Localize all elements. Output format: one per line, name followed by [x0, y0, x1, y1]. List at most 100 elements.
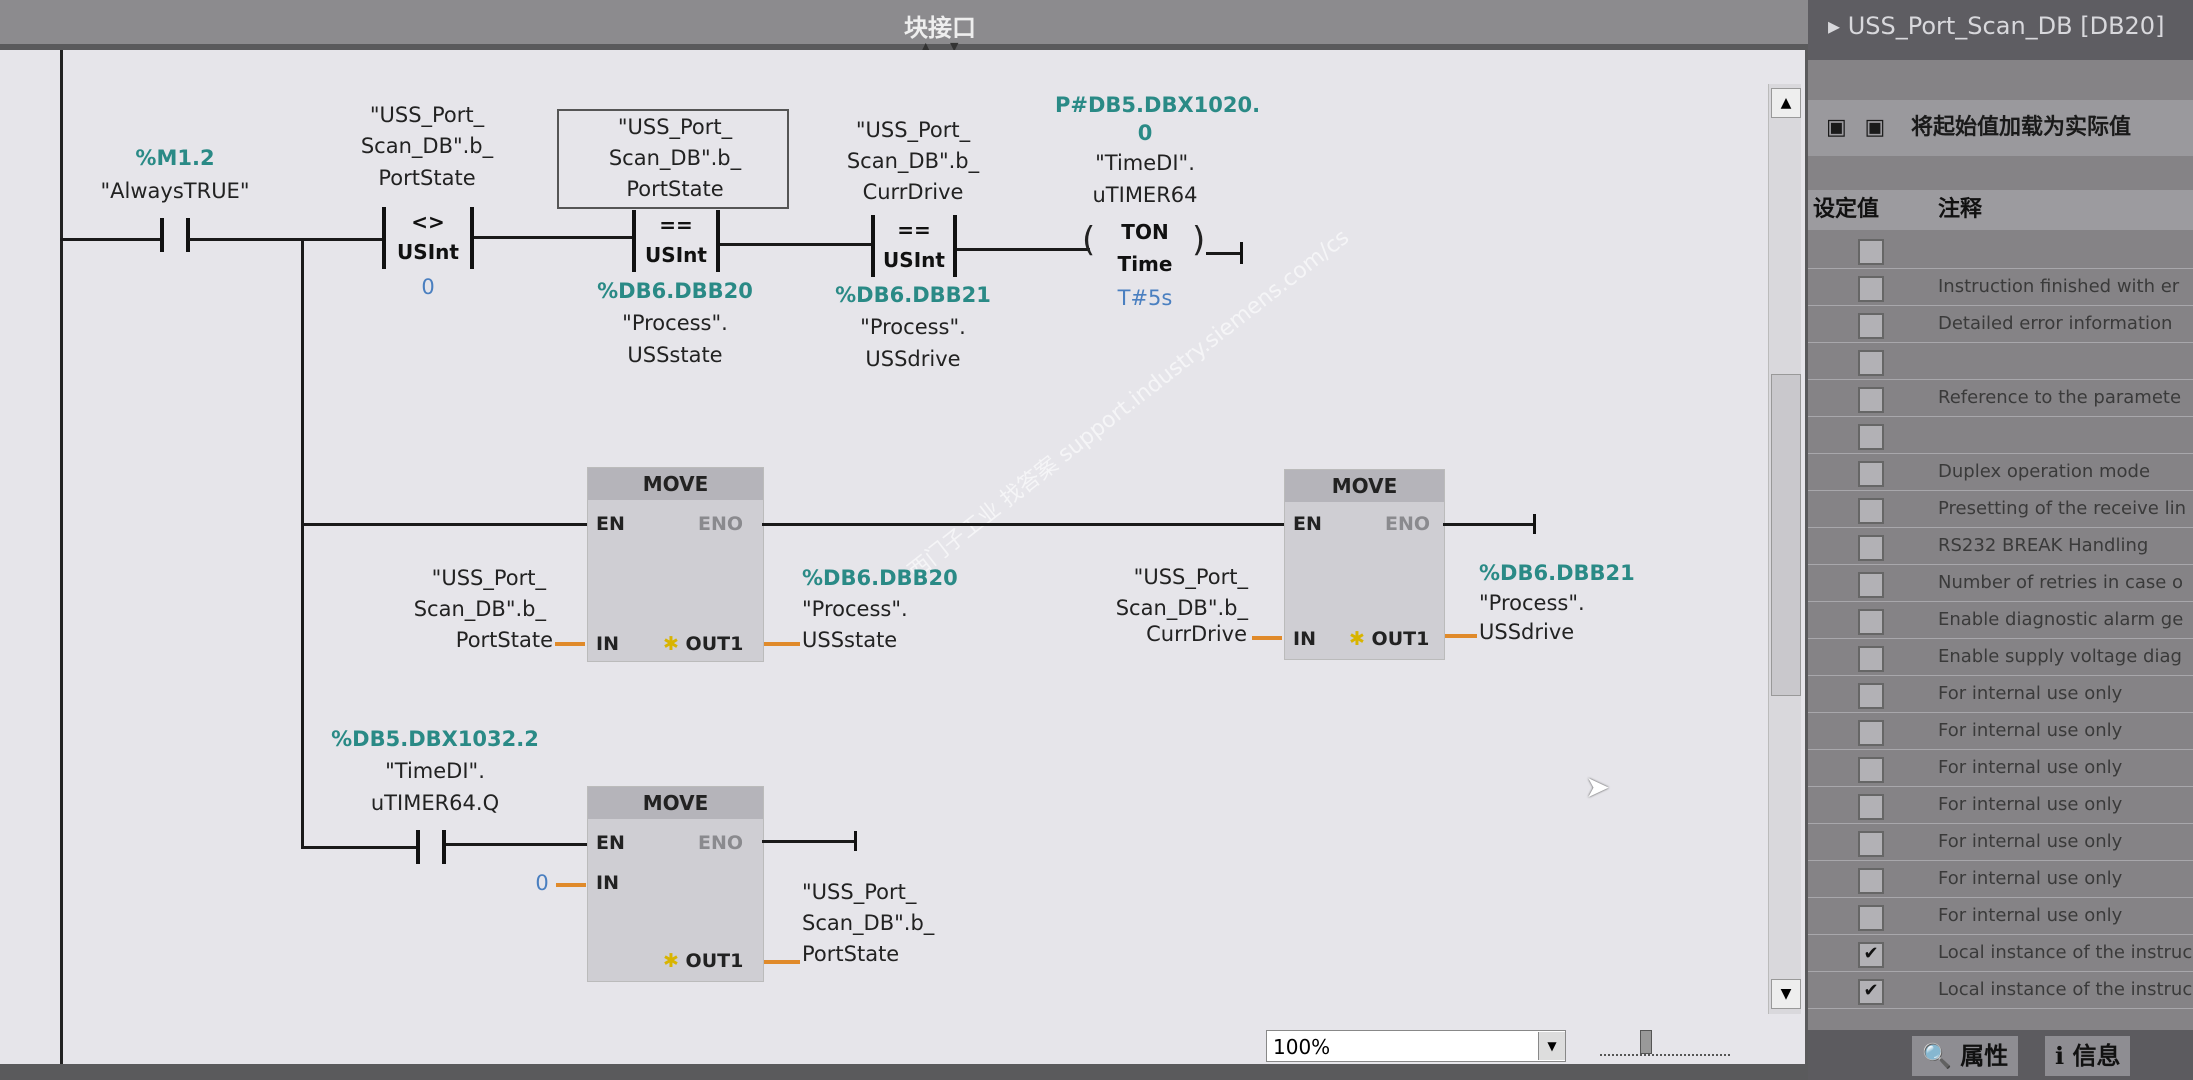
- table-row[interactable]: Duplex operation mode: [1808, 454, 2193, 491]
- col-comment[interactable]: 注释: [1938, 197, 1983, 222]
- move2-in-line[interactable]: "USS_Port_: [1133, 565, 1248, 589]
- table-row[interactable]: ✔Local instance of the instruc: [1808, 972, 2193, 1009]
- setpoint-checkbox[interactable]: [1858, 535, 1884, 561]
- move1-block[interactable]: MOVE EN ENO IN ✱ OUT1: [587, 467, 764, 662]
- scroll-up-icon[interactable]: ▲: [1771, 88, 1801, 118]
- copy-snapshot-icon[interactable]: ▣: [1864, 115, 1886, 140]
- setpoint-checkbox[interactable]: [1858, 831, 1884, 857]
- table-row[interactable]: RS232 BREAK Handling: [1808, 528, 2193, 565]
- move3-out-line[interactable]: PortState: [802, 942, 900, 966]
- cmp3-operand1-line[interactable]: Scan_DB".b_: [846, 149, 980, 173]
- table-row[interactable]: [1808, 232, 2193, 269]
- table-row[interactable]: Reference to the paramete: [1808, 380, 2193, 417]
- cmp3-operand1-line[interactable]: "USS_Port_: [855, 118, 971, 142]
- cmp3-operand1-line[interactable]: CurrDrive: [862, 180, 964, 204]
- setpoint-checkbox[interactable]: [1858, 350, 1884, 376]
- cmp2-operand1-line[interactable]: PortState: [626, 177, 724, 201]
- contact2-symbol[interactable]: "TimeDI".: [385, 759, 485, 783]
- setpoint-checkbox[interactable]: [1858, 757, 1884, 783]
- coil-instance[interactable]: uTIMER64: [1092, 183, 1198, 207]
- cmp3-operand2-line[interactable]: USSdrive: [865, 347, 961, 371]
- setpoint-checkbox[interactable]: [1858, 905, 1884, 931]
- table-row[interactable]: [1808, 343, 2193, 380]
- move1-out-line[interactable]: "Process".: [802, 597, 908, 621]
- setpoint-checkbox[interactable]: [1858, 794, 1884, 820]
- table-row[interactable]: For internal use only: [1808, 713, 2193, 750]
- load-start-values-button[interactable]: 将起始值加载为实际值: [1910, 115, 2131, 140]
- table-row[interactable]: [1808, 417, 2193, 454]
- cmp1-operand1-line[interactable]: Scan_DB".b_: [360, 134, 494, 158]
- zoom-slider-handle[interactable]: [1640, 1030, 1652, 1054]
- cmp1-operand1-line[interactable]: "USS_Port_: [369, 103, 485, 127]
- setpoint-checkbox[interactable]: [1858, 461, 1884, 487]
- tab-info[interactable]: ℹ 信息: [2045, 1036, 2131, 1076]
- setpoint-checkbox[interactable]: [1858, 868, 1884, 894]
- cmp2-operand2-address[interactable]: %DB6.DBB20: [597, 279, 753, 303]
- setpoint-checkbox[interactable]: [1858, 498, 1884, 524]
- table-row[interactable]: Number of retries in case o: [1808, 565, 2193, 602]
- setpoint-checkbox[interactable]: ✔: [1858, 942, 1884, 968]
- move3-out-line[interactable]: Scan_DB".b_: [802, 911, 935, 935]
- move1-in-line[interactable]: "USS_Port_: [431, 566, 546, 590]
- table-row[interactable]: Enable supply voltage diag: [1808, 639, 2193, 676]
- setpoint-checkbox[interactable]: [1858, 572, 1884, 598]
- move2-out-line[interactable]: "Process".: [1479, 591, 1585, 615]
- contact2-address[interactable]: %DB5.DBX1032.2: [331, 727, 539, 751]
- setpoint-checkbox[interactable]: [1858, 387, 1884, 413]
- cmp2-operand-selection[interactable]: [557, 109, 789, 209]
- move2-out-line[interactable]: USSdrive: [1479, 620, 1575, 644]
- coil-preset[interactable]: T#5s: [1117, 286, 1173, 310]
- cmp1-operand1-line[interactable]: PortState: [378, 166, 476, 190]
- table-row[interactable]: For internal use only: [1808, 676, 2193, 713]
- move1-in-line[interactable]: PortState: [455, 628, 553, 652]
- breadcrumb-db[interactable]: USS_Port_Scan_DB [DB20]: [1847, 12, 2165, 40]
- move3-in-value[interactable]: 0: [535, 871, 549, 895]
- cmp3-operand2-line[interactable]: "Process".: [860, 315, 966, 339]
- coil-address[interactable]: 0: [1137, 121, 1153, 145]
- cmp2-operand2-line[interactable]: "Process".: [622, 311, 728, 335]
- contact-symbol[interactable]: "AlwaysTRUE": [100, 179, 250, 203]
- cmp3-operand2-address[interactable]: %DB6.DBB21: [835, 283, 991, 307]
- collapse-up-icon[interactable]: ▲: [921, 40, 930, 53]
- cmp1-operand2[interactable]: 0: [421, 275, 435, 299]
- table-row[interactable]: Detailed error information: [1808, 306, 2193, 343]
- table-row[interactable]: For internal use only: [1808, 824, 2193, 861]
- scroll-thumb[interactable]: [1771, 374, 1801, 696]
- ladder-editor[interactable]: [0, 50, 1805, 1064]
- move1-in-line[interactable]: Scan_DB".b_: [413, 597, 546, 621]
- move2-in-line[interactable]: CurrDrive: [1146, 622, 1247, 646]
- cmp2-operand1-line[interactable]: Scan_DB".b_: [608, 146, 742, 170]
- vertical-scrollbar[interactable]: ▲ ▼: [1768, 84, 1801, 1014]
- move2-out-address[interactable]: %DB6.DBB21: [1479, 561, 1635, 585]
- coil-address[interactable]: P#DB5.DBX1020.: [1055, 93, 1261, 117]
- setpoint-checkbox[interactable]: [1858, 424, 1884, 450]
- chevron-down-icon[interactable]: ▼: [1538, 1032, 1565, 1060]
- expand-down-icon[interactable]: ▼: [950, 40, 959, 53]
- table-row[interactable]: For internal use only: [1808, 750, 2193, 787]
- interface-toggle[interactable]: ▲ ▼: [880, 40, 1000, 54]
- table-row[interactable]: Enable diagnostic alarm ge: [1808, 602, 2193, 639]
- zoom-select[interactable]: 100%: [1266, 1030, 1566, 1062]
- table-row[interactable]: For internal use only: [1808, 898, 2193, 935]
- zoom-slider[interactable]: [1600, 1040, 1730, 1056]
- contact-address[interactable]: %M1.2: [135, 146, 215, 170]
- move1-out-address[interactable]: %DB6.DBB20: [802, 566, 958, 590]
- setpoint-checkbox[interactable]: [1858, 239, 1884, 265]
- cmp2-operand1-line[interactable]: "USS_Port_: [617, 115, 733, 139]
- setpoint-checkbox[interactable]: [1858, 313, 1884, 339]
- table-row[interactable]: For internal use only: [1808, 787, 2193, 824]
- setpoint-checkbox[interactable]: [1858, 609, 1884, 635]
- move1-out-line[interactable]: USSstate: [802, 628, 898, 652]
- setpoint-checkbox[interactable]: [1858, 276, 1884, 302]
- scroll-down-icon[interactable]: ▼: [1771, 979, 1801, 1009]
- setpoint-checkbox[interactable]: ✔: [1858, 979, 1884, 1005]
- table-row[interactable]: Presetting of the receive lin: [1808, 491, 2193, 528]
- table-row[interactable]: Instruction finished with er: [1808, 269, 2193, 306]
- contact2-symbol[interactable]: uTIMER64.Q: [370, 791, 500, 815]
- snapshot-icon[interactable]: ▣: [1826, 115, 1847, 140]
- table-row[interactable]: ✔Local instance of the instruc: [1808, 935, 2193, 972]
- tab-properties[interactable]: 🔍 属性: [1912, 1036, 2019, 1076]
- cmp2-operand2-line[interactable]: USSstate: [627, 343, 723, 367]
- move2-in-line[interactable]: Scan_DB".b_: [1115, 596, 1248, 620]
- col-setpoint[interactable]: 设定值: [1813, 197, 1880, 222]
